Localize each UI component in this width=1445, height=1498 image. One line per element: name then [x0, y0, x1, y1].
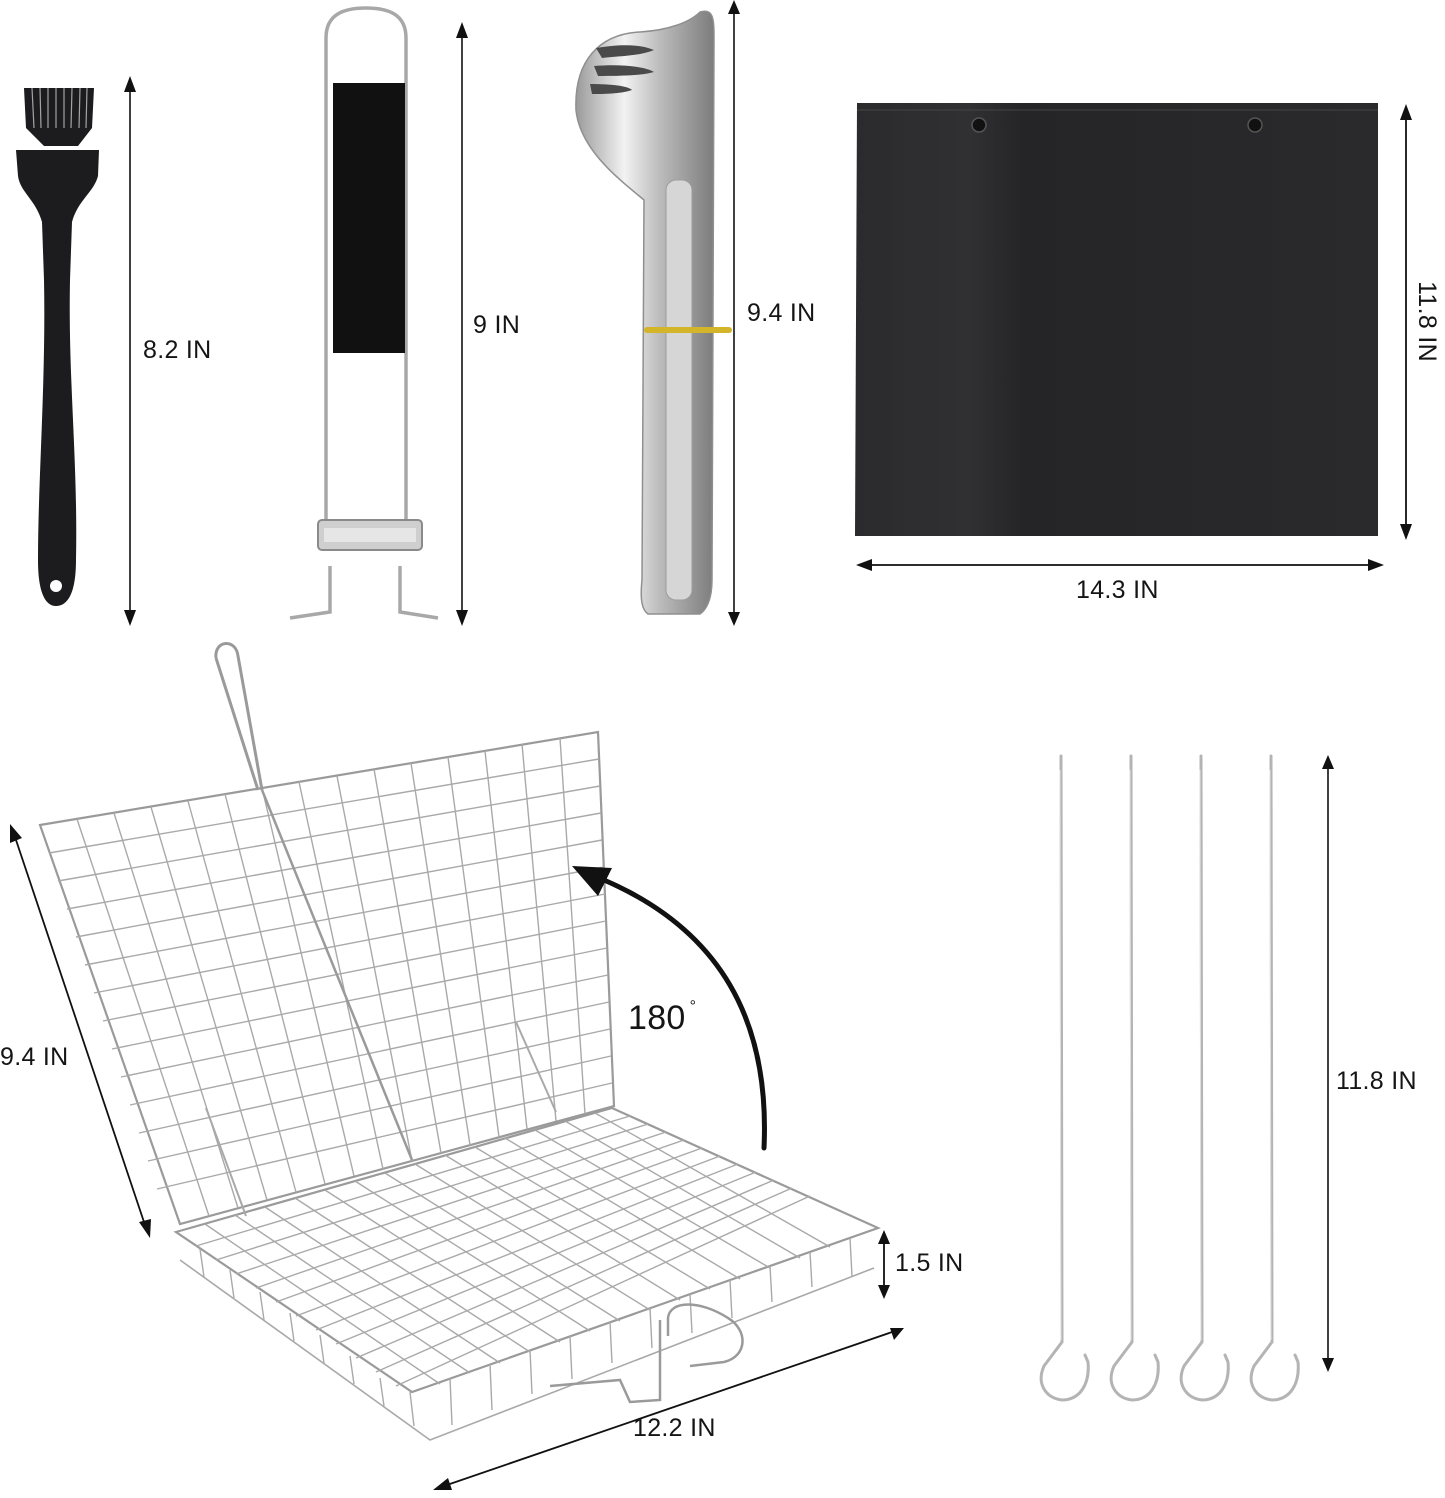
- basket-height-label: 1.5 IN: [895, 1249, 964, 1277]
- skewer-1: [1039, 754, 1090, 1402]
- skewer-2: [1109, 754, 1160, 1402]
- basket-width-label: 12.2 IN: [633, 1414, 716, 1442]
- rotation-value: 180: [628, 999, 686, 1037]
- skewer-4: [1249, 754, 1300, 1402]
- degree-symbol: °: [689, 998, 697, 1015]
- bag-width-label: 14.3 IN: [1076, 576, 1159, 604]
- skewer-length-label: 11.8 IN: [1336, 1067, 1417, 1095]
- brush-length-label: 8.2 IN: [143, 336, 212, 364]
- handle-length-label: 9 IN: [473, 311, 521, 339]
- skewer-3: [1179, 754, 1230, 1402]
- basket-depth-label: 9.4 IN: [0, 1043, 69, 1071]
- tongs-length-label: 9.4 IN: [747, 299, 816, 327]
- rotation-angle-label: 180°: [628, 998, 696, 1038]
